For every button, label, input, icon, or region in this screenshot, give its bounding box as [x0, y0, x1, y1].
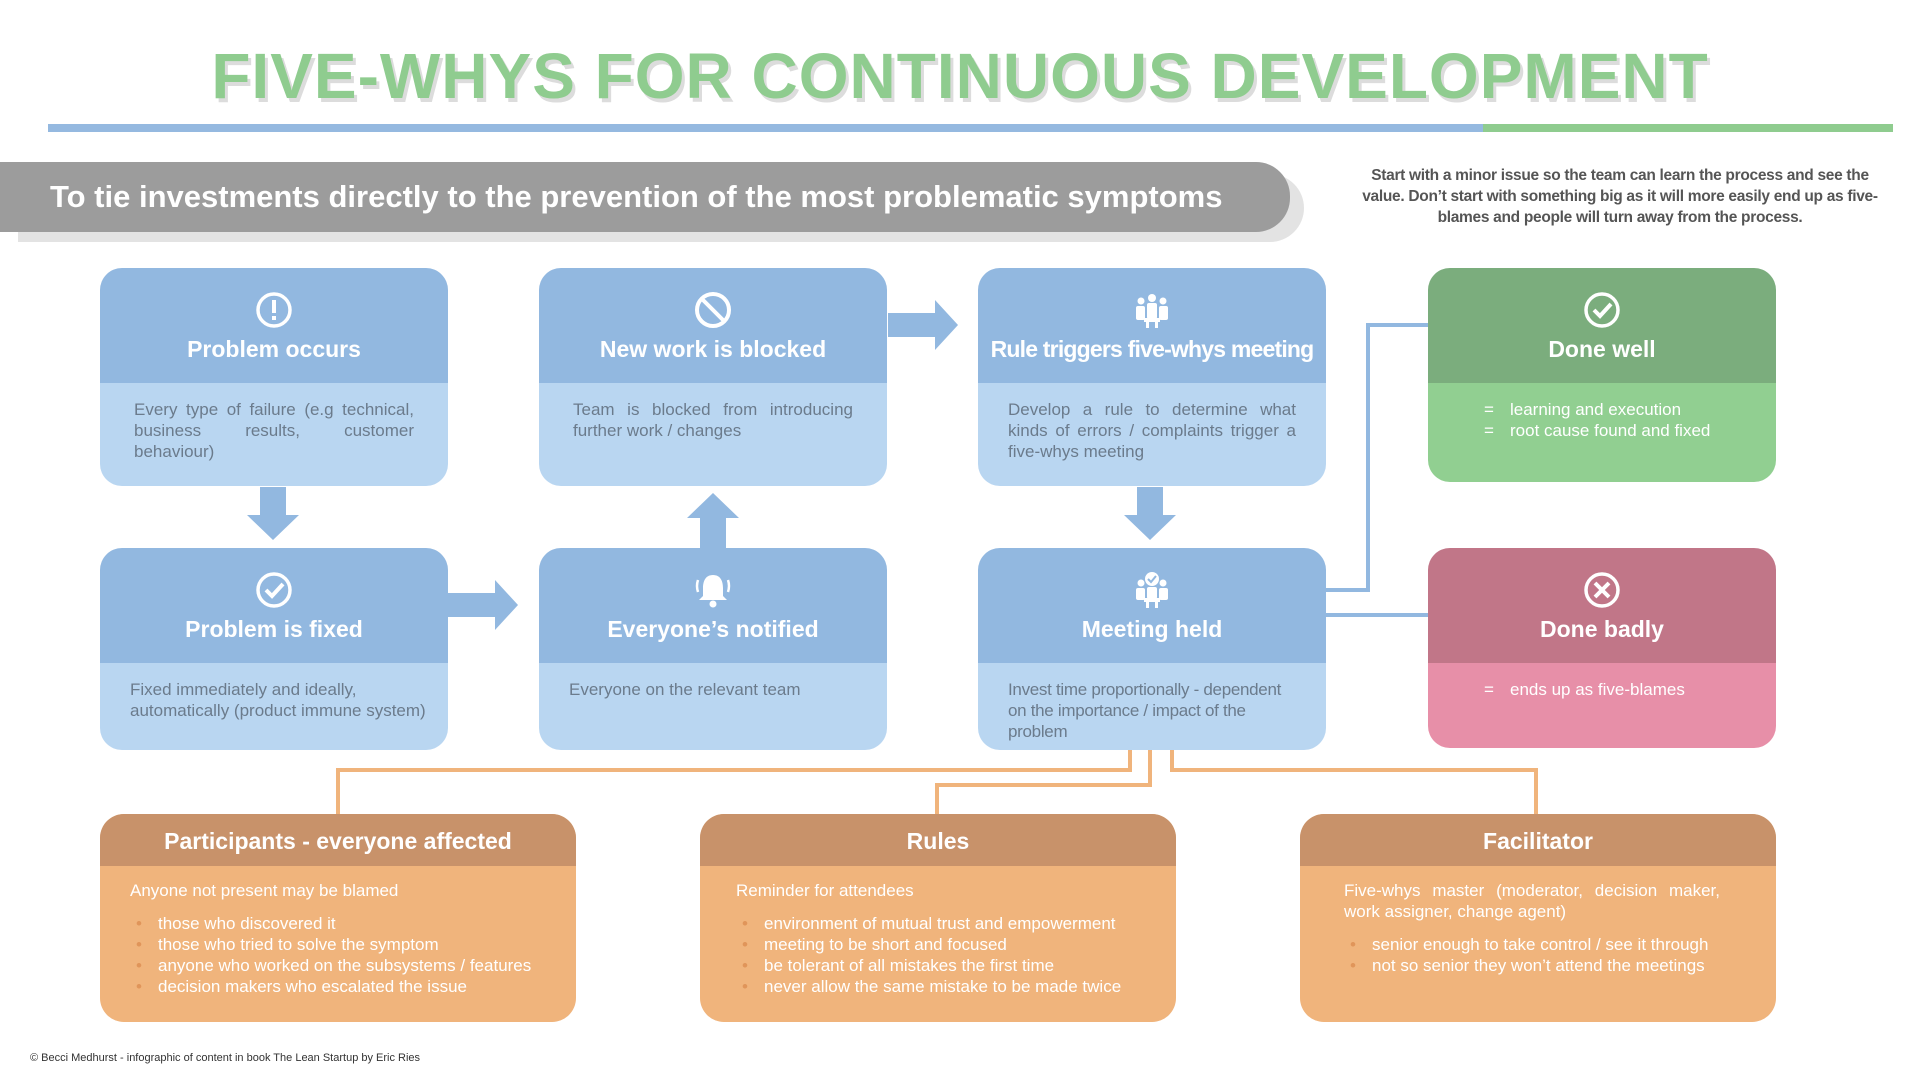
outcome-item: learning and execution	[1510, 400, 1682, 419]
arrow-up-1	[687, 493, 739, 548]
equals-sign: =	[1484, 400, 1494, 419]
step-description: Invest time proportionally - dependent o…	[978, 663, 1326, 750]
outcome-list: = learning and execution = root cause foun…	[1428, 383, 1776, 482]
outcome-list: = ends up as five-blames	[1428, 663, 1776, 748]
step-label: Rule triggers five-whys meeting	[990, 336, 1315, 362]
detail-heading: Facilitator	[1300, 814, 1776, 866]
group-check-icon	[1136, 572, 1168, 608]
detail-list: senior enough to take control / see it t…	[1344, 934, 1720, 976]
detail-participants: Participants - everyone affected Anyone …	[100, 814, 576, 1022]
detail-rules: Rules Reminder for attendees environment…	[700, 814, 1176, 1022]
step-description: Fixed immediately and ideally, automatic…	[100, 663, 448, 750]
list-item: not so senior they won’t attend the meet…	[1350, 955, 1720, 976]
outcome-label: Done badly	[1540, 616, 1664, 642]
list-item: those who tried to solve the symptom	[136, 934, 546, 955]
detail-intro: Anyone not present may be blamed	[130, 881, 399, 900]
bell-icon	[695, 575, 731, 608]
list-item: senior enough to take control / see it t…	[1350, 934, 1720, 955]
list-item: decision makers who escalated the issue	[136, 976, 546, 997]
arrow-down-2	[1124, 487, 1176, 540]
step-new-work-blocked: New work is blocked Team is blocked from…	[539, 268, 887, 486]
step-rule-triggers: Rule triggers five-whys meeting Develop …	[978, 268, 1326, 486]
check-circle-icon	[256, 572, 292, 608]
prohibited-icon	[695, 292, 731, 328]
equals-sign: =	[1484, 680, 1494, 699]
detail-heading: Participants - everyone affected	[100, 814, 576, 866]
step-meeting-held: Meeting held Invest time proportionally …	[978, 548, 1326, 750]
detail-intro: Reminder for attendees	[736, 881, 914, 900]
detail-intro: Five-whys master (moderator, decision ma…	[1344, 881, 1720, 921]
step-everyone-notified: Everyone’s notified Everyone on the rele…	[539, 548, 887, 750]
step-description: Everyone on the relevant team	[539, 663, 887, 750]
list-item: those who discovered it	[136, 913, 546, 934]
page-title: FIVE-WHYS FOR CONTINUOUS DEVELOPMENT	[211, 40, 1709, 112]
connector-rules	[935, 748, 1152, 815]
group-meeting-icon	[1136, 294, 1168, 328]
outcome-done-badly: Done badly = ends up as five-blames	[1428, 548, 1776, 748]
step-description: Team is blocked from introducing further…	[539, 383, 887, 486]
list-item: anyone who worked on the subsystems / fe…	[136, 955, 546, 976]
list-item: meeting to be short and focused	[742, 934, 1146, 955]
step-label: Everyone’s notified	[607, 616, 819, 642]
detail-list: those who discovered it those who tried …	[130, 913, 546, 997]
step-label: Problem is fixed	[185, 616, 363, 642]
subtitle-banner: To tie investments directly to the preve…	[0, 162, 1290, 232]
step-problem-occurs: Problem occurs Every type of failure (e.…	[100, 268, 448, 486]
footer-credit: © Becci Medhurst - infographic of conten…	[30, 1052, 421, 1064]
arrow-right-2	[448, 580, 518, 630]
equals-sign: =	[1484, 421, 1494, 440]
advice-note: Start with a minor issue so the team can…	[1362, 167, 1878, 226]
title-divider-green	[1483, 124, 1893, 132]
outcome-item: root cause found and fixed	[1510, 421, 1711, 440]
detail-facilitator: Facilitator Five-whys master (moderator,…	[1300, 814, 1776, 1022]
step-description: Every type of failure (e.g technical, bu…	[100, 383, 448, 486]
check-circle-icon	[1584, 292, 1620, 328]
step-problem-fixed: Problem is fixed Fixed immediately and i…	[100, 548, 448, 750]
connector-facilitator	[1170, 748, 1538, 815]
title-divider-blue	[48, 124, 1483, 132]
list-item: be tolerant of all mistakes the first ti…	[742, 955, 1146, 976]
outcome-done-well: Done well = learning and execution = root …	[1428, 268, 1776, 482]
detail-heading: Rules	[700, 814, 1176, 866]
detail-list: environment of mutual trust and empowerm…	[736, 913, 1146, 997]
step-label: New work is blocked	[599, 336, 827, 362]
step-description: Develop a rule to determine what kinds o…	[978, 383, 1326, 486]
connector-participants	[336, 748, 1132, 815]
arrow-right-1	[888, 300, 958, 350]
list-item: environment of mutual trust and empowerm…	[742, 913, 1146, 934]
outcome-label: Done well	[1548, 336, 1656, 362]
connector-done-well	[1326, 323, 1428, 592]
step-label: Meeting held	[1081, 616, 1223, 642]
list-item: never allow the same mistake to be made …	[742, 976, 1146, 997]
step-label: Problem occurs	[187, 336, 361, 362]
arrow-down-1	[247, 487, 299, 540]
exclamation-circle-icon	[256, 292, 292, 328]
outcome-item: ends up as five-blames	[1510, 680, 1685, 699]
x-circle-icon	[1584, 572, 1620, 608]
